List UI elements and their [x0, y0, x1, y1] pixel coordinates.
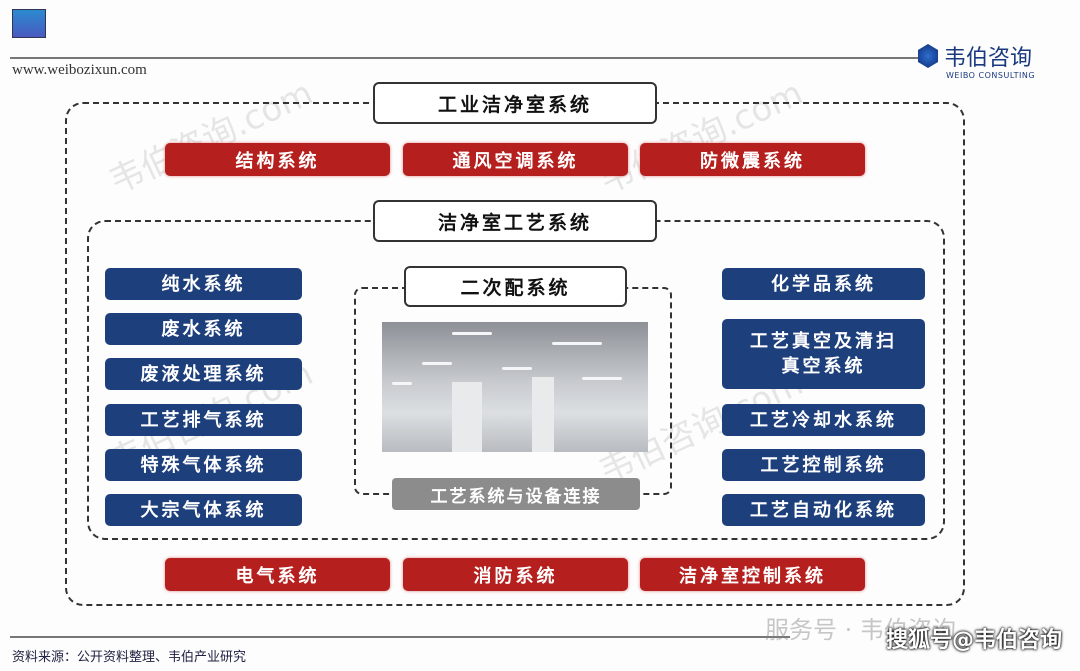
left-system-box: 废水系统: [105, 313, 302, 345]
logo-name: 韦伯咨询: [944, 46, 1033, 71]
logo-icon: [918, 44, 938, 68]
bottom-red-box: 消防系统: [403, 558, 628, 591]
sohu-credit: 搜狐号@韦伯咨询: [885, 628, 1062, 653]
bottom-red-box: 洁净室控制系统: [640, 558, 865, 591]
footer-divider: [10, 636, 790, 638]
top-red-box: 结构系统: [165, 143, 390, 176]
header-divider: [10, 57, 920, 59]
wechat-watermark: 服务号 · 韦伯咨询: [765, 616, 956, 644]
cleanroom-photo: [382, 322, 648, 452]
logo: 韦伯咨询: [918, 40, 1032, 72]
logo-subtitle: WEIBO CONSULTING: [946, 71, 1036, 80]
site-url: www.weibozixun.com: [12, 62, 147, 78]
bottom-red-box: 电气系统: [165, 558, 390, 591]
outer-title: 工业洁净室系统: [373, 82, 657, 124]
top-red-box: 通风空调系统: [403, 143, 628, 176]
right-system-box: 化学品系统: [722, 268, 925, 300]
right-system-box: 工艺控制系统: [722, 449, 925, 481]
right-system-box: 工艺真空及清扫真空系统: [722, 319, 925, 389]
left-system-box: 纯水系统: [105, 268, 302, 300]
left-system-box: 特殊气体系统: [105, 449, 302, 481]
left-system-box: 废液处理系统: [105, 358, 302, 390]
connection-label: 工艺系统与设备连接: [392, 478, 640, 510]
source-note: 资料来源：公开资料整理、韦伯产业研究: [12, 650, 247, 665]
center-title: 二次配系统: [404, 266, 627, 307]
right-system-box: 工艺冷却水系统: [722, 404, 925, 436]
right-system-box: 工艺自动化系统: [722, 494, 925, 526]
brand-square: [12, 9, 46, 38]
left-system-box: 工艺排气系统: [105, 404, 302, 436]
left-system-box: 大宗气体系统: [105, 494, 302, 526]
inner-title: 洁净室工艺系统: [373, 200, 657, 242]
top-red-box: 防微震系统: [640, 143, 865, 176]
